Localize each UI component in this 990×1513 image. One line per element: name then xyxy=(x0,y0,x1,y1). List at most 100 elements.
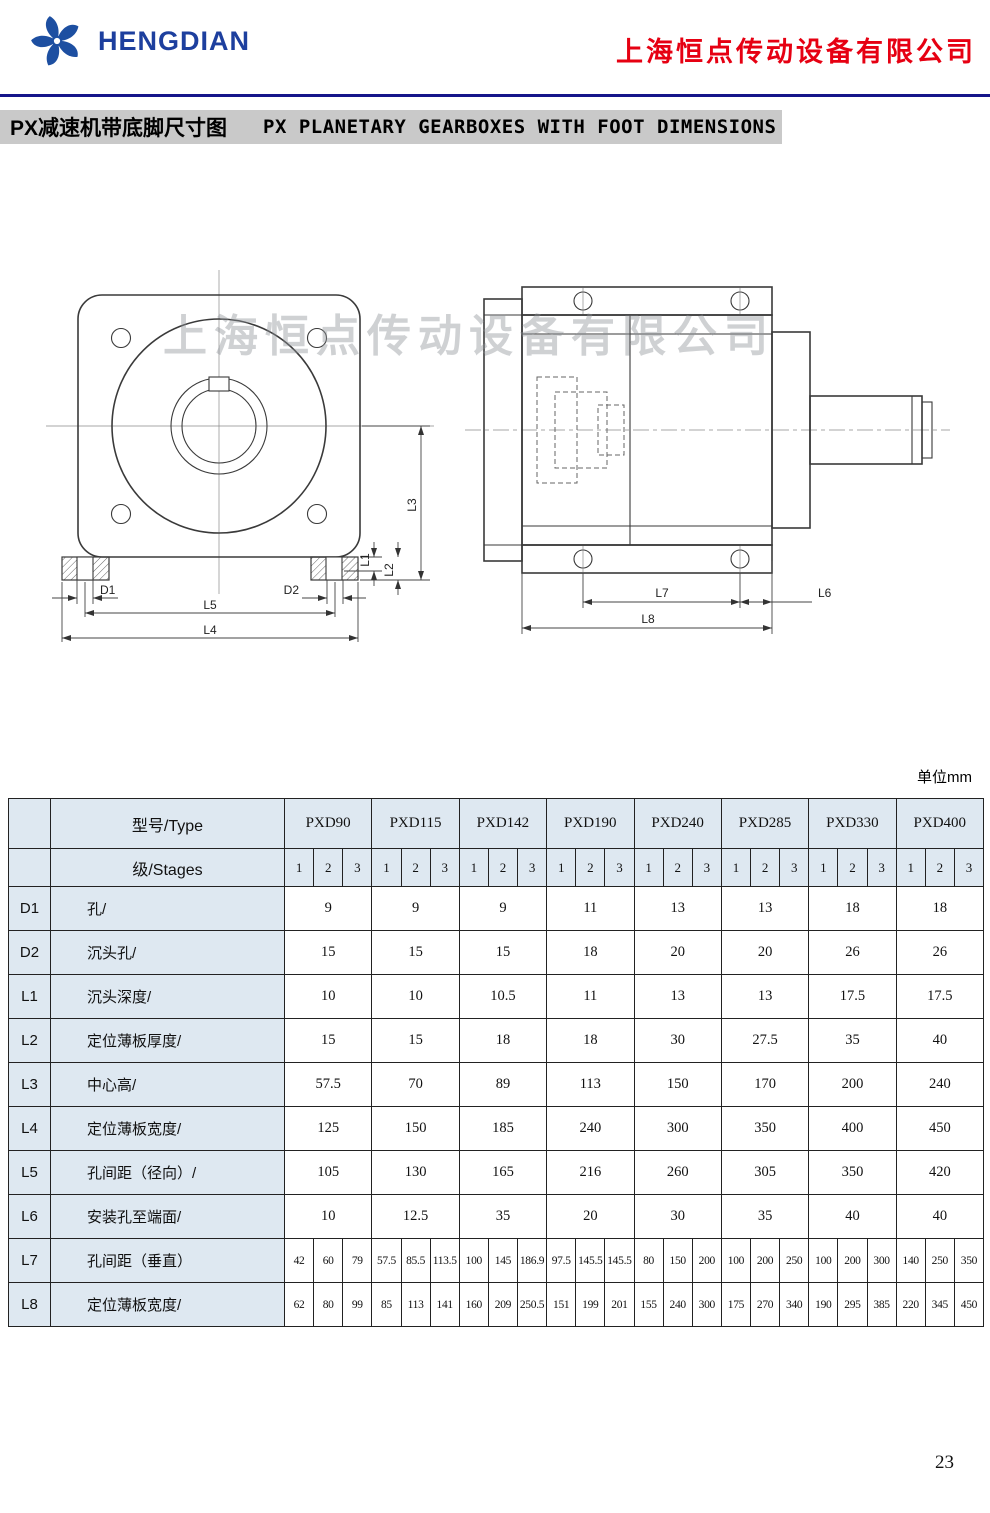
dim-value: 345 xyxy=(924,1282,955,1327)
dim-value: 97.5 xyxy=(546,1238,577,1283)
dim-value: 185 xyxy=(458,1106,548,1151)
stage-cell: 1 xyxy=(808,848,839,887)
stage-cell: 2 xyxy=(575,848,606,887)
stage-cell: 3 xyxy=(342,848,373,887)
dim-value: 155 xyxy=(633,1282,664,1327)
dim-value: 400 xyxy=(808,1106,897,1151)
dim-value: 240 xyxy=(662,1282,693,1327)
stage-cell: 2 xyxy=(313,848,344,887)
dim-label: 孔/ xyxy=(50,886,285,931)
stage-cell: 1 xyxy=(458,848,489,887)
dim-value: 209 xyxy=(487,1282,519,1327)
dim-value: 100 xyxy=(458,1238,489,1283)
model-header: PXD285 xyxy=(720,798,810,849)
model-header: PXD142 xyxy=(458,798,548,849)
dim-value: 57.5 xyxy=(283,1062,373,1107)
dim-value: 18 xyxy=(546,930,635,975)
dim-value: 12.5 xyxy=(371,1194,460,1239)
dim-value: 10 xyxy=(283,1194,373,1239)
dim-code: L1 xyxy=(8,974,51,1019)
dim-label-l2: L2 xyxy=(382,563,396,577)
dim-value: 18 xyxy=(808,886,897,931)
stage-cell: 3 xyxy=(604,848,635,887)
dim-value: 11 xyxy=(546,974,635,1019)
stage-cell: 3 xyxy=(779,848,810,887)
dim-value: 200 xyxy=(808,1062,897,1107)
dim-label-l4: L4 xyxy=(203,623,217,637)
dim-value: 42 xyxy=(283,1238,315,1283)
dim-label-l5: L5 xyxy=(203,598,217,612)
dim-value: 15 xyxy=(371,930,460,975)
dim-value: 240 xyxy=(546,1106,635,1151)
dim-value: 70 xyxy=(371,1062,460,1107)
dim-label-d2: D2 xyxy=(284,583,300,597)
dim-value: 130 xyxy=(371,1150,460,1195)
header-divider xyxy=(0,94,990,97)
dim-value: 85.5 xyxy=(400,1238,431,1283)
dim-value: 11 xyxy=(546,886,635,931)
dim-label: 定位薄板厚度/ xyxy=(50,1018,285,1063)
stage-cell: 3 xyxy=(429,848,460,887)
dim-value: 295 xyxy=(837,1282,868,1327)
dim-value: 15 xyxy=(283,1018,373,1063)
dim-label: 沉头孔/ xyxy=(50,930,285,975)
model-header: PXD190 xyxy=(546,798,635,849)
dim-value: 270 xyxy=(749,1282,781,1327)
dim-value: 99 xyxy=(342,1282,373,1327)
dim-value: 60 xyxy=(313,1238,344,1283)
dim-code: D2 xyxy=(8,930,51,975)
dim-code: D1 xyxy=(8,886,51,931)
dim-value: 160 xyxy=(458,1282,489,1327)
stage-cell: 2 xyxy=(487,848,519,887)
dim-value: 190 xyxy=(808,1282,839,1327)
dim-value: 340 xyxy=(779,1282,810,1327)
dim-value: 35 xyxy=(720,1194,810,1239)
dim-value: 15 xyxy=(371,1018,460,1063)
dim-value: 17.5 xyxy=(808,974,897,1019)
dim-value: 105 xyxy=(283,1150,373,1195)
front-view-drawing: D1 D2 L5 L4 L3 L1 L2 xyxy=(46,270,434,642)
dim-value: 30 xyxy=(633,1194,722,1239)
dim-value: 9 xyxy=(371,886,460,931)
stage-cell: 3 xyxy=(691,848,722,887)
dim-value: 350 xyxy=(808,1150,897,1195)
dim-value: 145.5 xyxy=(604,1238,635,1283)
dim-value: 13 xyxy=(720,886,810,931)
dim-value: 125 xyxy=(283,1106,373,1151)
dim-value: 35 xyxy=(808,1018,897,1063)
dim-value: 450 xyxy=(895,1106,985,1151)
stage-cell: 2 xyxy=(662,848,693,887)
dim-value: 220 xyxy=(895,1282,926,1327)
dim-value: 15 xyxy=(458,930,548,975)
unit-label: 单位mm xyxy=(917,769,972,786)
dim-value: 10.5 xyxy=(458,974,548,1019)
dim-value: 18 xyxy=(458,1018,548,1063)
dim-value: 200 xyxy=(749,1238,781,1283)
dim-label-l7: L7 xyxy=(655,586,669,600)
dim-value: 145 xyxy=(487,1238,519,1283)
dim-label-d1: D1 xyxy=(100,583,116,597)
dim-value: 260 xyxy=(633,1150,722,1195)
dim-value: 40 xyxy=(895,1194,985,1239)
dim-value: 250.5 xyxy=(516,1282,548,1327)
model-header: PXD115 xyxy=(371,798,460,849)
dim-code: L4 xyxy=(8,1106,51,1151)
dim-value: 10 xyxy=(371,974,460,1019)
dim-value: 199 xyxy=(575,1282,606,1327)
dim-value: 85 xyxy=(371,1282,402,1327)
side-view-drawing: L7 L6 L8 xyxy=(465,286,950,634)
page-number: 23 xyxy=(935,1452,954,1473)
company-name: 上海恒点传动设备有限公司 xyxy=(616,37,976,67)
dim-code: L6 xyxy=(8,1194,51,1239)
dim-value: 216 xyxy=(546,1150,635,1195)
dim-value: 145.5 xyxy=(575,1238,606,1283)
